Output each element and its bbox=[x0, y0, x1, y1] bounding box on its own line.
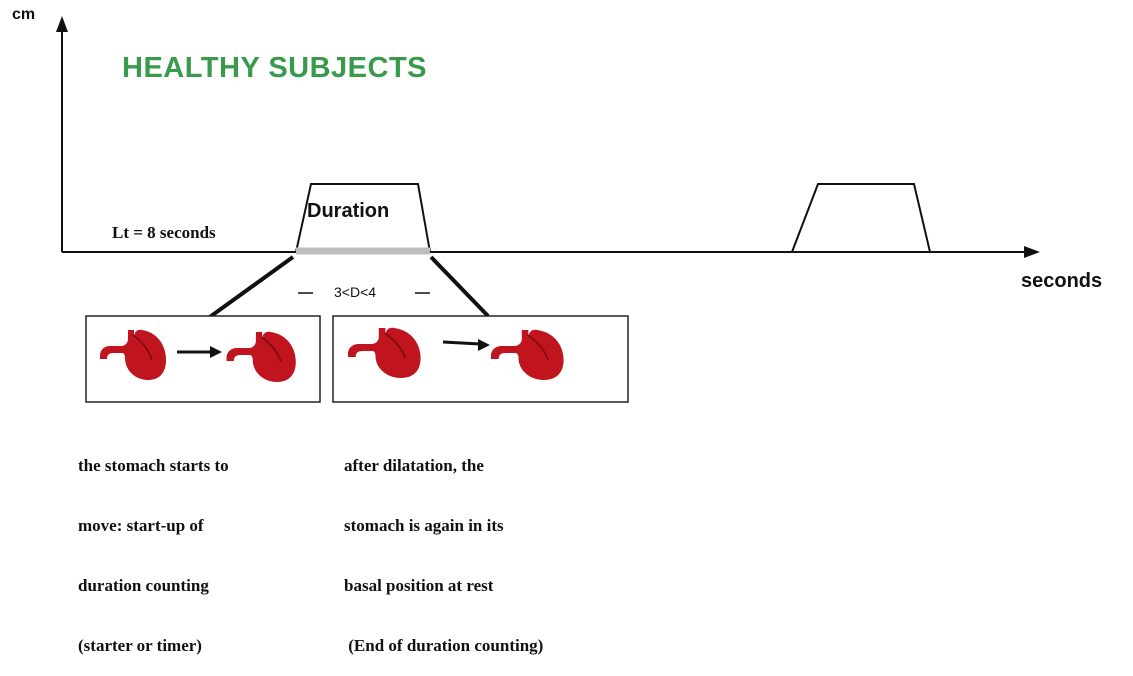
connector-end bbox=[431, 257, 488, 316]
y-axis-label: cm bbox=[12, 6, 35, 24]
start-caption-line: move: start-up of bbox=[78, 516, 229, 536]
connector-start bbox=[207, 257, 293, 319]
duration-label: Duration bbox=[307, 200, 389, 223]
start-caption-line: duration counting bbox=[78, 576, 229, 596]
x-axis-arrowhead bbox=[1024, 246, 1040, 258]
latency-label: Lt = 8 seconds bbox=[112, 223, 216, 243]
end-caption-line: basal position at rest bbox=[344, 576, 543, 596]
end-caption-line: after dilatation, the bbox=[344, 456, 543, 476]
chart-title: HEALTHY SUBJECTS bbox=[122, 52, 427, 85]
start-caption-line: (starter or timer) bbox=[78, 636, 229, 656]
x-axis-label: seconds bbox=[1021, 270, 1102, 293]
end-caption-line: (End of duration counting) bbox=[344, 636, 543, 656]
end-caption: after dilatation, the stomach is again i… bbox=[344, 416, 543, 676]
transition-arrow-2 bbox=[443, 342, 480, 344]
end-caption-line: stomach is again in its bbox=[344, 516, 543, 536]
pulse-2 bbox=[792, 184, 930, 252]
start-caption: the stomach starts to move: start-up of … bbox=[78, 416, 229, 676]
start-caption-line: the stomach starts to bbox=[78, 456, 229, 476]
duration-range-label: 3<D<4 bbox=[334, 284, 376, 300]
y-axis-arrowhead bbox=[56, 16, 68, 32]
